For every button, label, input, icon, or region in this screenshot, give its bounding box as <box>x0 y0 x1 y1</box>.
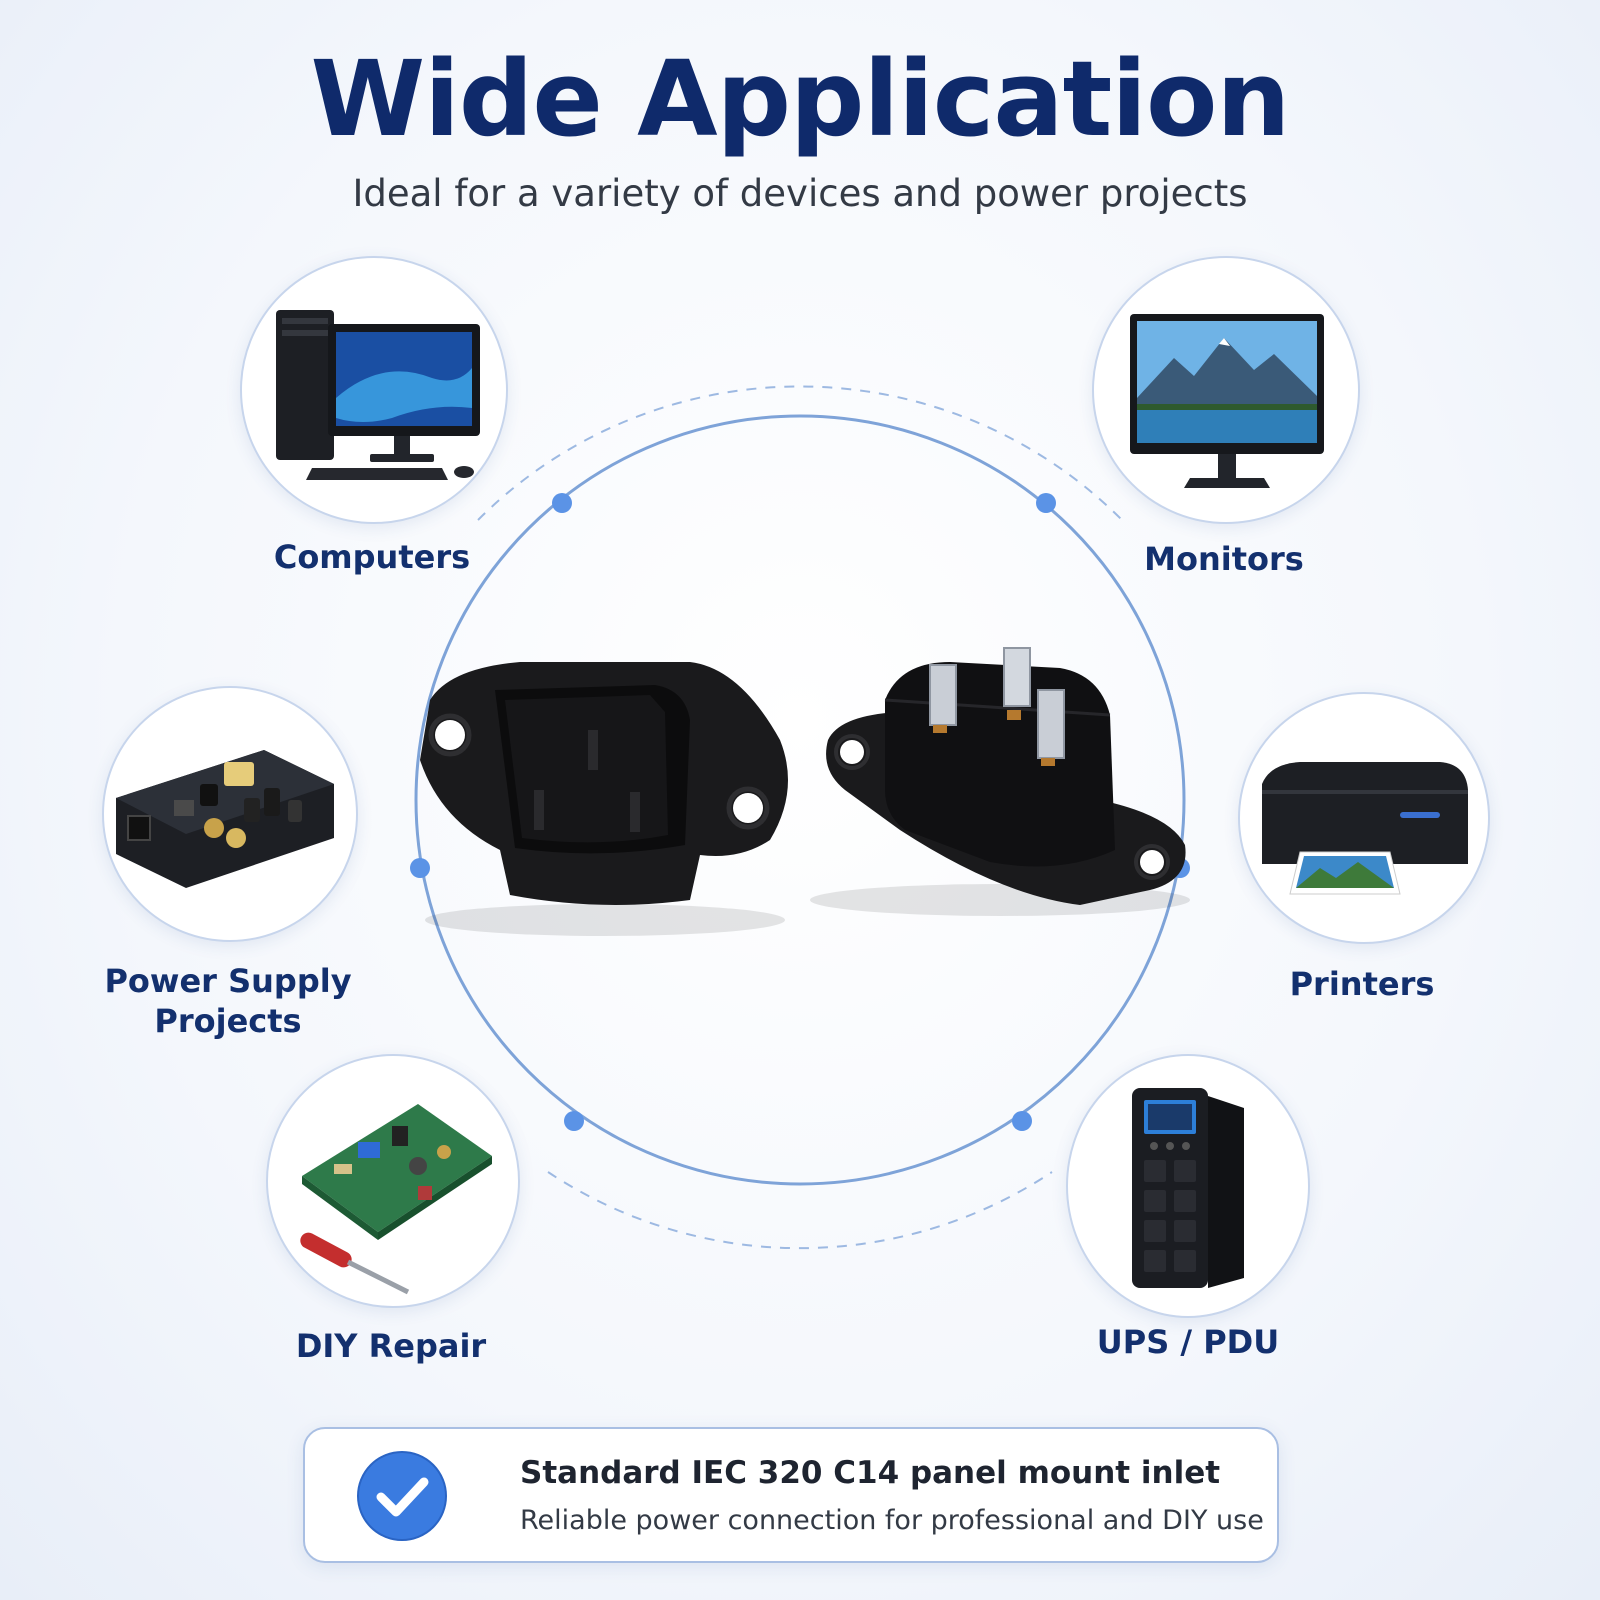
ring-node <box>1012 1111 1032 1131</box>
app-label-diy-repair: DIY Repair <box>295 1327 487 1365</box>
inlet-rear-view <box>810 647 1190 916</box>
ups-pdu-icon <box>1132 1088 1244 1288</box>
ring-node <box>1036 493 1056 513</box>
app-power-supply <box>102 686 358 942</box>
monitor-icon <box>1130 314 1324 488</box>
inlet-front-view <box>420 662 788 936</box>
feature-title: Standard IEC 320 C14 panel mount inlet <box>520 1455 1221 1491</box>
page-subtitle: Ideal for a variety of devices and power… <box>352 172 1248 215</box>
feature-callout: Standard IEC 320 C14 panel mount inlet R… <box>303 1427 1279 1563</box>
app-computers <box>240 256 508 524</box>
page-title: Wide Application <box>310 38 1291 160</box>
app-label-ups-pdu: UPS / PDU <box>1096 1323 1280 1361</box>
app-ups-pdu <box>1066 1054 1310 1318</box>
app-label-printers: Printers <box>1289 965 1435 1003</box>
app-printers <box>1238 692 1490 944</box>
circuit-board-screwdriver-icon <box>300 1104 492 1295</box>
app-diy-repair <box>266 1054 520 1308</box>
checkmark-icon <box>357 1451 447 1541</box>
ring-node <box>552 493 572 513</box>
printer-icon <box>1262 762 1468 895</box>
desktop-computer-icon <box>276 310 480 480</box>
ring-node <box>564 1111 584 1131</box>
app-label-monitors: Monitors <box>1144 540 1304 578</box>
app-label-computers: Computers <box>273 538 471 576</box>
app-monitors <box>1092 256 1360 524</box>
feature-description: Reliable power connection for profession… <box>520 1505 1264 1536</box>
ring-node <box>410 858 430 878</box>
power-supply-board-icon <box>116 750 334 888</box>
